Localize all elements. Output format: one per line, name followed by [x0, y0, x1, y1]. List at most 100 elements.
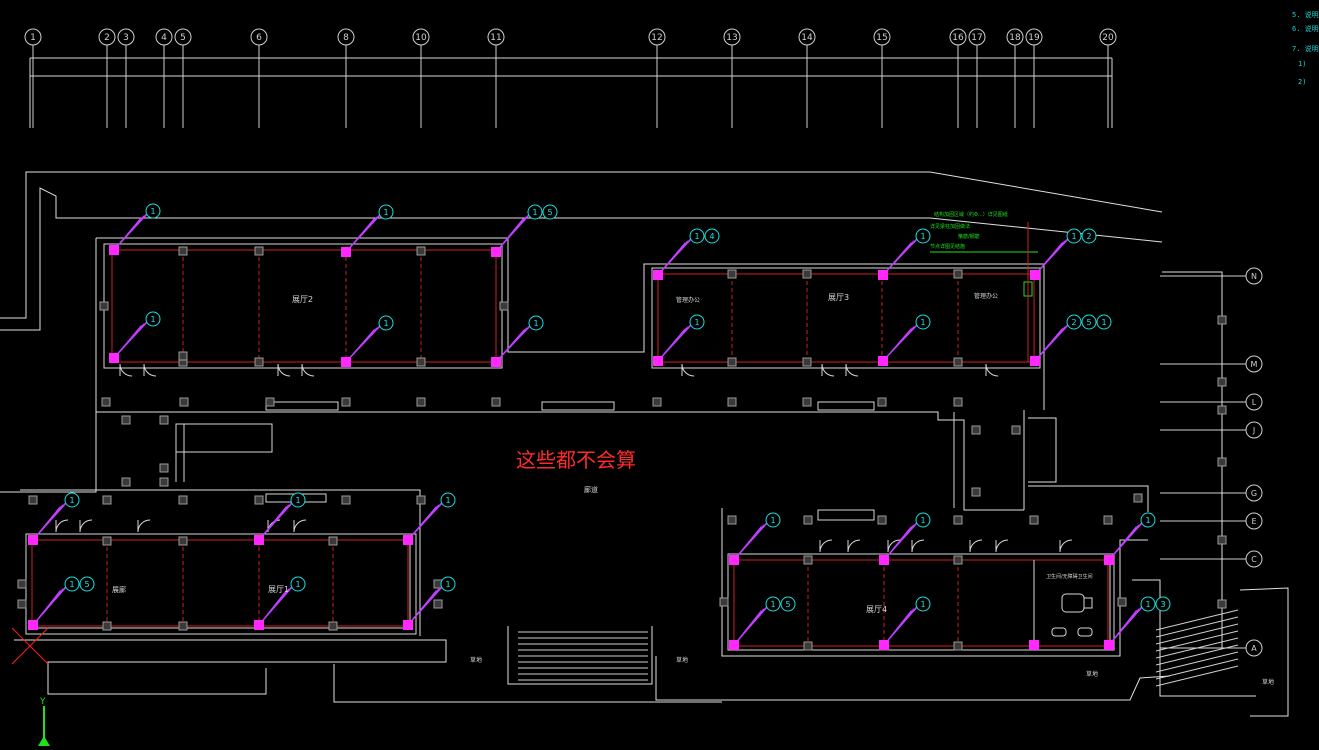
structural-column — [1217, 599, 1227, 609]
row-axis-label: J — [1252, 426, 1255, 435]
magenta-column — [1104, 640, 1114, 650]
column-axis-label: 5 — [180, 33, 186, 43]
column-tag-circle — [915, 314, 931, 330]
right-note-1: 5. 说明 — [1292, 11, 1319, 19]
column-tag-circle — [1140, 596, 1156, 612]
column-tag-label: 1 — [445, 580, 450, 589]
right-note-5: 2) — [1298, 78, 1307, 86]
column-tag-circle — [915, 512, 931, 528]
column-axis-label: 2 — [104, 33, 110, 43]
structural-column — [971, 487, 981, 497]
magenta-columns — [28, 245, 1114, 650]
magenta-column — [729, 555, 739, 565]
structural-column — [727, 397, 737, 407]
column-tag-circle — [79, 576, 95, 592]
column-axis: 2 — [98, 28, 116, 128]
green-note-1: 结构加固区域（约Φ...）详见图纸 — [934, 211, 1008, 218]
column-tag-label: 4 — [709, 232, 714, 241]
structural-columns — [17, 246, 1227, 651]
row-axis: N — [1160, 267, 1263, 285]
tag-leader-line — [1034, 237, 1070, 276]
tag-leader-line — [733, 521, 769, 561]
structural-column — [328, 536, 338, 546]
structural-column — [178, 495, 188, 505]
column-tag-circle — [765, 596, 781, 612]
structural-column — [1217, 457, 1227, 467]
structural-column — [1217, 377, 1227, 387]
lawn-label-2: 草地 — [676, 656, 688, 664]
column-tag-circle — [1155, 596, 1171, 612]
column-tag-circle — [704, 228, 720, 244]
column-tag-label: 1 — [920, 232, 925, 241]
structural-column — [433, 599, 443, 609]
structural-column — [953, 397, 963, 407]
column-tag-circle — [915, 596, 931, 612]
right-note-2: 6. 说明 — [1292, 25, 1319, 33]
right-note-4: 1) — [1298, 60, 1307, 68]
structural-column — [719, 597, 729, 607]
row-axis-label: L — [1252, 398, 1257, 407]
column-tag-group: 1 — [64, 492, 80, 508]
row-axis: C — [1160, 550, 1263, 568]
column-tag-circle — [290, 492, 306, 508]
column-tag-circle — [64, 492, 80, 508]
structural-column — [877, 397, 887, 407]
column-axis: 11 — [487, 28, 505, 128]
structural-column — [416, 246, 426, 256]
tag-leader-line — [657, 237, 693, 276]
lawn-label-1: 草地 — [470, 656, 482, 664]
column-axis: 3 — [117, 28, 135, 128]
structural-column — [328, 621, 338, 631]
structural-column — [178, 351, 188, 361]
green-note-text: 结构加固区域（约Φ...）详见图纸 详见梁柱加固做法 箍筋/钢筋 节点详图见结施 — [930, 211, 1008, 250]
magenta-column — [1104, 555, 1114, 565]
magenta-column — [403, 620, 413, 630]
column-tag-label: 1 — [1145, 600, 1150, 609]
column-tag-group: 1 — [689, 314, 705, 330]
structural-column — [953, 357, 963, 367]
column-axis-label: 11 — [490, 33, 501, 43]
structural-column — [803, 555, 813, 565]
structural-column — [102, 621, 112, 631]
stairs — [518, 631, 648, 681]
tag-leader-line — [345, 324, 382, 363]
green-note-3: 箍筋/钢筋 — [958, 233, 980, 240]
y-axis-label: Y — [39, 697, 46, 707]
column-axis: 1 — [24, 28, 42, 128]
column-tag-circle — [542, 204, 558, 220]
structural-column — [971, 425, 981, 435]
column-tag-group: 1 — [290, 492, 306, 508]
column-tag-circle — [1096, 314, 1112, 330]
room-label-hall1: 展厅1 — [268, 585, 289, 594]
column-axis-label: 15 — [876, 33, 887, 43]
column-tag-circle — [1081, 228, 1097, 244]
structural-column — [159, 477, 169, 487]
tag-leaders — [32, 212, 1144, 646]
room-label-corridor: 廊道 — [584, 485, 598, 494]
magenta-column — [878, 356, 888, 366]
lawn-label-4: 草地 — [1262, 678, 1274, 686]
right-note-3: 7. 说明 — [1292, 45, 1319, 53]
structural-column — [1217, 535, 1227, 545]
column-tag-circle — [915, 228, 931, 244]
magenta-column — [878, 270, 888, 280]
structural-column — [416, 357, 426, 367]
room-label-office-left: 管理办公 — [676, 296, 700, 304]
tag-leader-line — [883, 521, 919, 561]
structural-column — [953, 555, 963, 565]
column-axis-label: 8 — [343, 33, 349, 43]
column-axis-label: 6 — [256, 33, 262, 43]
tag-leader-line — [1108, 605, 1144, 646]
magenta-column — [28, 620, 38, 630]
row-axis-label: M — [1251, 360, 1258, 369]
structural-column — [341, 495, 351, 505]
column-tag-label: 5 — [1086, 318, 1091, 327]
tag-leader-line — [113, 320, 149, 359]
column-tag-label: 1 — [69, 580, 74, 589]
structural-column — [727, 515, 737, 525]
magenta-column — [109, 353, 119, 363]
column-axis-label: 20 — [1102, 33, 1114, 43]
magenta-column — [729, 640, 739, 650]
